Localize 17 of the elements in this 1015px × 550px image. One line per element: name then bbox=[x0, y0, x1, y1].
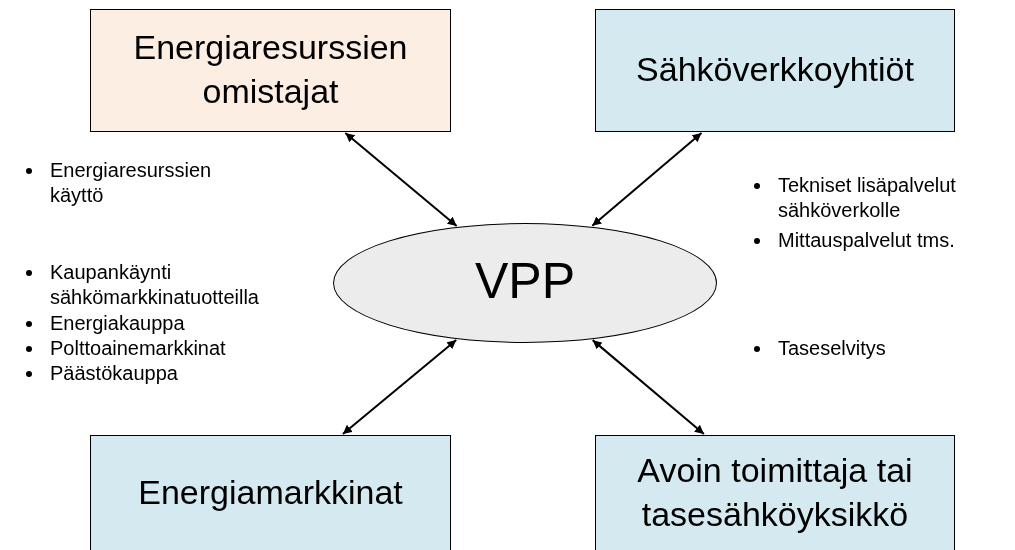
bullet-text: Päästökauppa bbox=[50, 361, 179, 386]
double-arrow bbox=[591, 339, 705, 435]
bullet-text: Energiaresurssien käyttö bbox=[50, 158, 213, 208]
entity-box: Sähköverkkoyhtiöt bbox=[595, 9, 955, 132]
ellipse-node: VPP bbox=[333, 223, 717, 343]
bullet-text: Energiakauppa bbox=[50, 311, 186, 336]
double-arrow bbox=[344, 132, 458, 227]
entity-box: Energiaresurssien omistajat bbox=[90, 9, 451, 132]
bullet-text: Taseselvitys bbox=[778, 336, 887, 361]
bullet-text: Polttoainemarkkinat bbox=[50, 336, 227, 361]
bullet-text: Tekniset lisäpalvelut sähköverkolle bbox=[778, 173, 957, 223]
bullet-text: Mittauspalvelut tms. bbox=[778, 228, 956, 253]
entity-box: Energiamarkkinat bbox=[90, 435, 451, 550]
entity-box: Avoin toimittaja tai tasesähköyksikkö bbox=[595, 435, 955, 550]
double-arrow bbox=[341, 339, 458, 435]
bullet-text: Kaupankäynti sähkömarkkinatuotteilla bbox=[50, 260, 260, 310]
double-arrow bbox=[591, 132, 703, 227]
